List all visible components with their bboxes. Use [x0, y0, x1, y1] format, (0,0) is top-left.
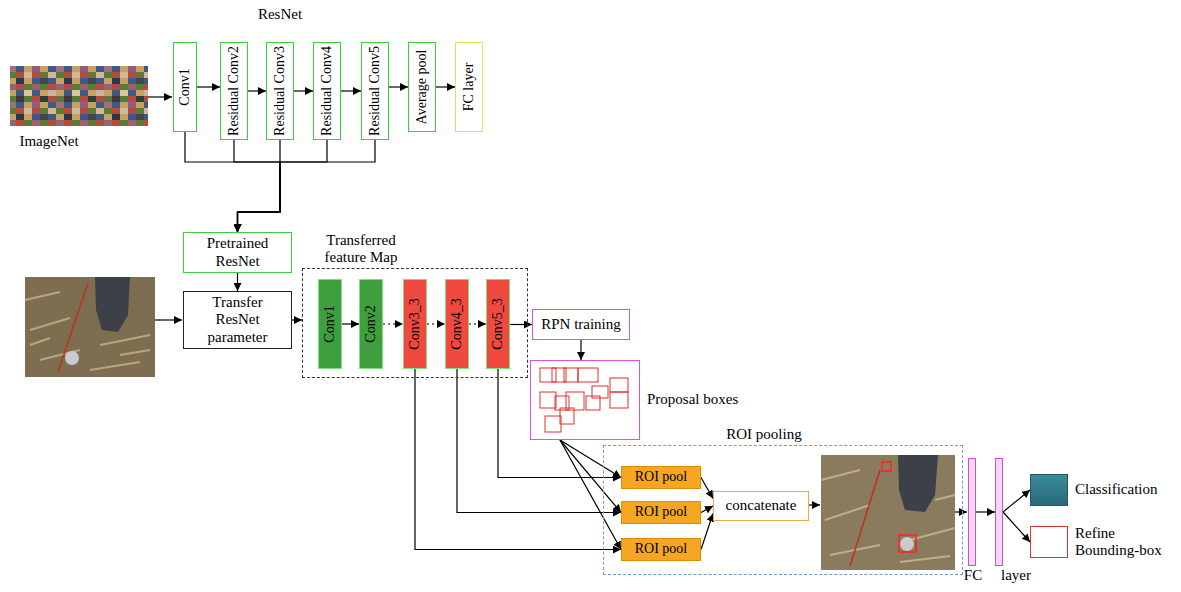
- conv-layer: Conv1: [318, 279, 342, 369]
- conv-layer: Conv2: [359, 279, 383, 369]
- connector-arrow: [238, 140, 281, 232]
- connector-arrow: [580, 340, 581, 360]
- box-label: FC layer: [461, 63, 477, 112]
- box-label: concatenate: [726, 497, 797, 514]
- output-arrow: [955, 511, 967, 512]
- pretrained-box: Pretrained ResNet: [183, 232, 292, 273]
- connector-arrow: [389, 86, 408, 87]
- connector-arrow: [1003, 490, 1030, 512]
- residual-layer: Residual Conv5: [361, 42, 389, 140]
- box-label: Residual Conv5: [367, 46, 383, 136]
- box-heading: Refine Bounding-box: [1075, 525, 1167, 560]
- connector-arrow: [457, 369, 621, 513]
- box-label: Conv3_3: [407, 298, 423, 349]
- connector-arrow: [469, 323, 486, 324]
- connector-arrow: [383, 323, 403, 324]
- connector-arrow: [248, 90, 266, 91]
- fc-layer: FC layer: [455, 42, 483, 132]
- group-title: ResNet: [250, 6, 310, 23]
- box-label: Conv2: [363, 305, 379, 342]
- connector-arrow: [238, 140, 376, 232]
- connector-arrow: [234, 140, 280, 232]
- connector-arrow: [976, 511, 995, 512]
- box-label: Conv1: [177, 68, 193, 105]
- proposal-rects: [540, 368, 628, 432]
- pool-layer: Average pool: [408, 42, 436, 132]
- imagenet-mosaic: [10, 66, 148, 126]
- box-label: ROI pool: [635, 541, 688, 557]
- input-arrow: [148, 96, 172, 97]
- input-arrow: [155, 319, 182, 320]
- box-heading: ROI pooling: [714, 426, 814, 443]
- connector-arrow: [427, 323, 445, 324]
- connector-arrow: [294, 90, 313, 91]
- box-label: Residual Conv4: [319, 46, 335, 136]
- connector-arrow: [701, 514, 713, 550]
- conv-layer: Conv3_3: [403, 279, 427, 369]
- connector-arrow: [510, 324, 532, 325]
- box-label: Transfer ResNet parameter: [200, 294, 275, 346]
- box-label: RPN training: [541, 316, 621, 333]
- residual-layer: Residual Conv4: [313, 42, 341, 140]
- input-photo: [25, 277, 155, 377]
- box-label: Residual Conv3: [272, 46, 288, 136]
- connector-arrow: [342, 323, 359, 324]
- feature-map-group: Transferred feature MapConv1Conv2Conv3_3…: [302, 268, 528, 378]
- conv-layer: Conv5_3: [486, 279, 510, 369]
- connector-arrow: [185, 132, 280, 232]
- fc-bar: FC: [968, 458, 976, 566]
- concat-box: concatenate: [713, 491, 809, 521]
- box-heading: Proposal boxes: [647, 391, 757, 408]
- rpn-box: RPN training: [532, 309, 630, 340]
- box-heading: FC: [958, 567, 988, 584]
- box-label: Pretrained ResNet: [190, 235, 285, 270]
- box-label: Residual Conv2: [226, 46, 242, 136]
- box-label: ROI pool: [635, 469, 688, 485]
- box-heading: Transferred feature Map: [311, 232, 411, 267]
- box-heading: Classification: [1075, 481, 1165, 498]
- roi-pool-box: ROI pool: [621, 466, 701, 489]
- output-arrow: [808, 504, 820, 505]
- roi-pool-box: ROI pool: [621, 538, 701, 561]
- roi-pool-box: ROI pool: [621, 501, 701, 524]
- connector-arrow: [341, 90, 361, 91]
- connector-arrow: [560, 440, 621, 550]
- bbox-output: Refine Bounding-box: [1030, 526, 1068, 558]
- conv-layer: Conv4_3: [445, 279, 469, 369]
- connector-arrow: [701, 478, 713, 499]
- box-label: Conv4_3: [449, 298, 465, 349]
- proposal-box: Proposal boxes: [530, 360, 640, 440]
- conv-layer: Conv1: [173, 42, 197, 132]
- output-photo: [821, 455, 955, 570]
- fc-bar: layer: [995, 458, 1003, 566]
- box-label: Conv5_3: [490, 298, 506, 349]
- connector-arrow: [701, 506, 713, 513]
- connector-arrow: [197, 86, 220, 87]
- residual-layer: Residual Conv3: [266, 42, 294, 140]
- connector-arrow: [237, 273, 238, 291]
- residual-layer: Residual Conv2: [220, 42, 248, 140]
- connector-arrow: [436, 86, 455, 87]
- box-heading: layer: [996, 567, 1036, 584]
- box-label: Conv1: [322, 305, 338, 342]
- dataset-label: ImageNet: [14, 133, 84, 150]
- connector-arrow: [560, 440, 621, 513]
- connector-arrow: [1003, 512, 1030, 542]
- connector-arrow: [415, 369, 621, 550]
- roi-group: ROI poolingROI poolROI poolROI poolconca…: [603, 445, 963, 575]
- transfer-box: Transfer ResNet parameter: [183, 291, 292, 349]
- connector-arrow: [238, 140, 328, 232]
- box-label: Average pool: [414, 50, 430, 125]
- class-output: Classification: [1030, 474, 1068, 506]
- connector-arrow: [292, 319, 302, 320]
- box-label: ROI pool: [635, 504, 688, 520]
